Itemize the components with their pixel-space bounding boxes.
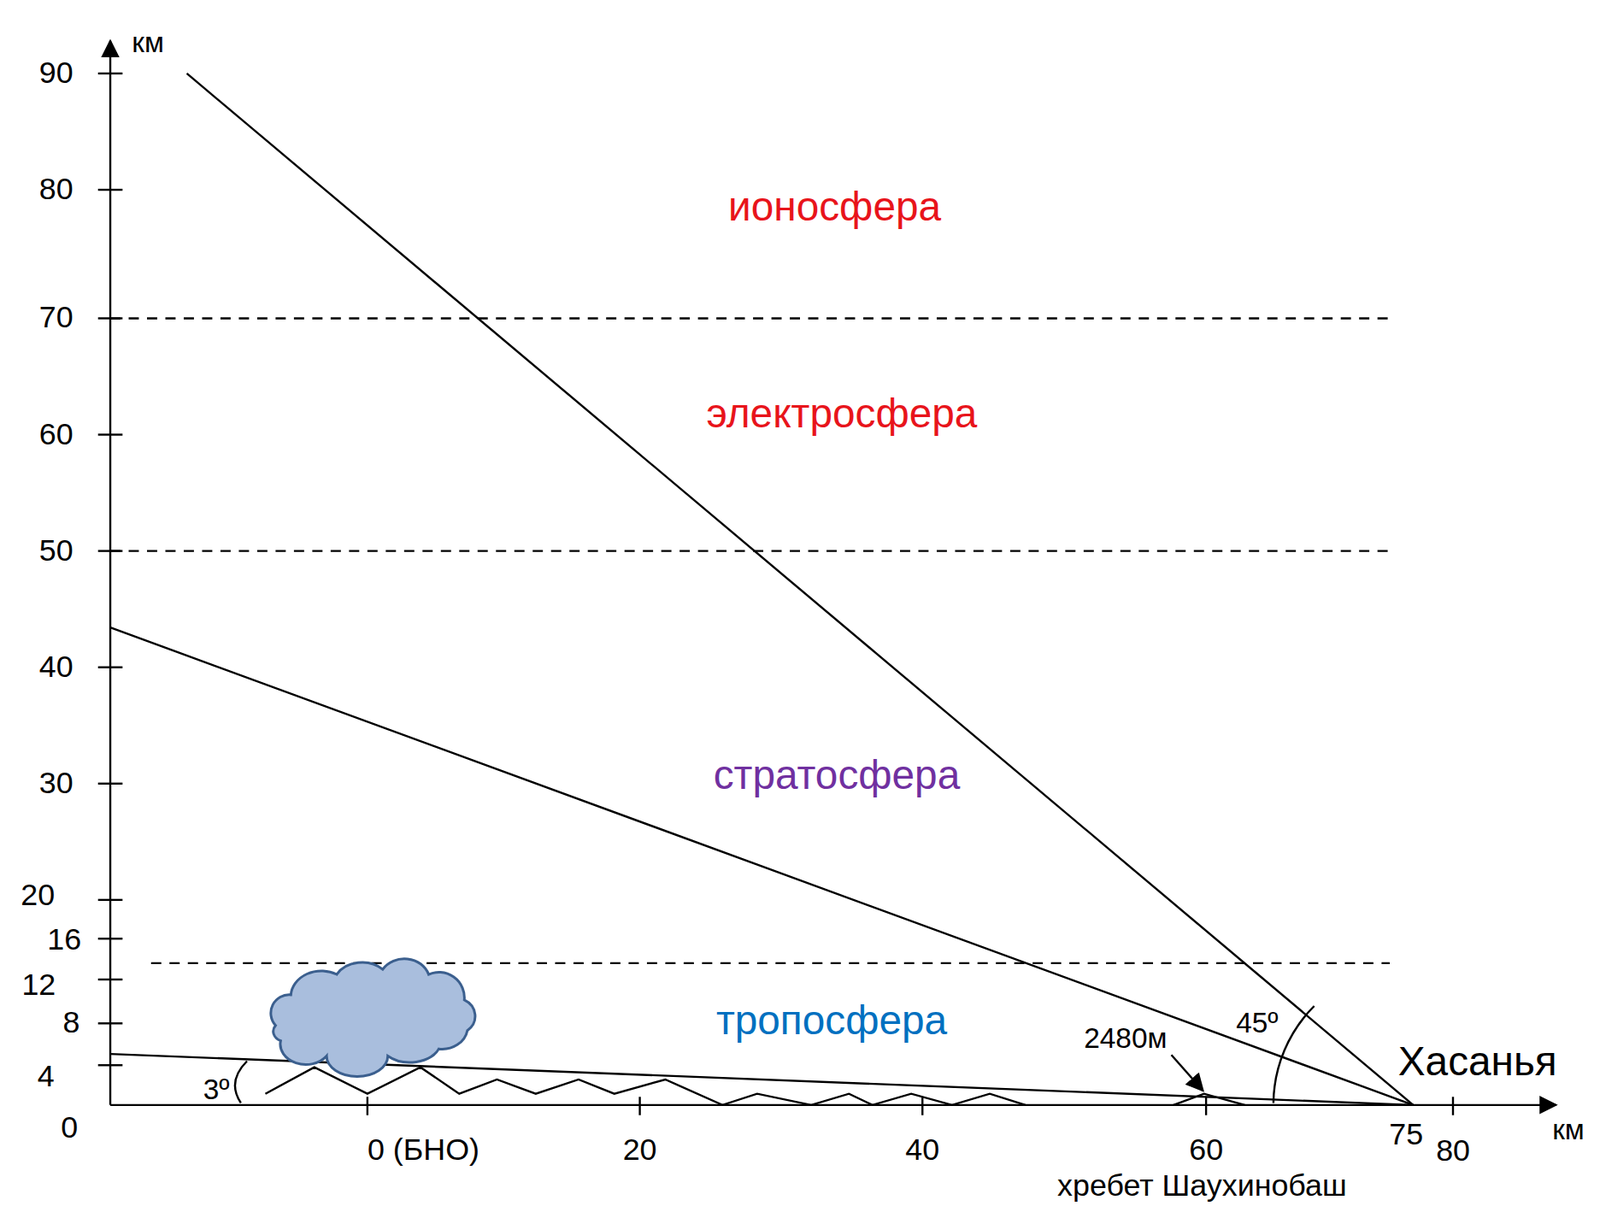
y-axis [109, 41, 112, 1106]
layer-boundaries [110, 317, 1390, 963]
tick-label: 0 (БНО) [367, 1135, 480, 1166]
tick-label: 75 [1388, 1119, 1424, 1151]
tick-label: 50 [39, 535, 74, 567]
x-axis [110, 1104, 1557, 1106]
angle-arc-3 [235, 1060, 248, 1103]
tick-label: 80 [1435, 1135, 1471, 1167]
ridge-peak [1173, 1094, 1246, 1106]
angle-label: 45º [1235, 1009, 1278, 1038]
tick-label: 20 [20, 880, 55, 912]
leader-arrow [1171, 1054, 1204, 1091]
axis-unit: км [131, 28, 165, 57]
tick-label: 60 [39, 419, 74, 451]
mountain-profile [264, 1067, 1025, 1106]
tick-label: 80 [39, 174, 74, 206]
tick-label: 60 [1188, 1135, 1224, 1166]
angle-arc-45 [1273, 1005, 1315, 1103]
angle-label: 3º [203, 1075, 230, 1104]
tick-label: 70 [39, 303, 74, 335]
tick-label: 0 [60, 1113, 78, 1145]
layer-name: электросфера [702, 391, 981, 436]
tick-label: 8 [63, 1008, 81, 1040]
height-label: 2480м [1083, 1024, 1167, 1053]
tick-label: 4 [37, 1061, 55, 1093]
sight-line-45 [187, 73, 1414, 1106]
tick-label: 90 [39, 58, 74, 89]
tick-label: 30 [39, 768, 74, 800]
tick-label: 12 [21, 970, 56, 1001]
layer-name: тропосфера [712, 998, 951, 1043]
tick-label: 16 [47, 924, 82, 956]
y-ticks [98, 73, 124, 1065]
layer-name: ионосфера [724, 184, 945, 230]
place-name: Хасанья [1398, 1041, 1558, 1083]
layer-name: стратосфера [710, 752, 965, 798]
cloud [270, 958, 476, 1077]
ridge-name: хребет Шаухинобаш [1057, 1171, 1348, 1203]
tick-label: 20 [623, 1135, 658, 1166]
tick-label: 40 [905, 1135, 940, 1166]
tick-label: 40 [39, 652, 74, 683]
axis-unit: км [1552, 1115, 1585, 1144]
sight-line-mid [110, 627, 1413, 1106]
